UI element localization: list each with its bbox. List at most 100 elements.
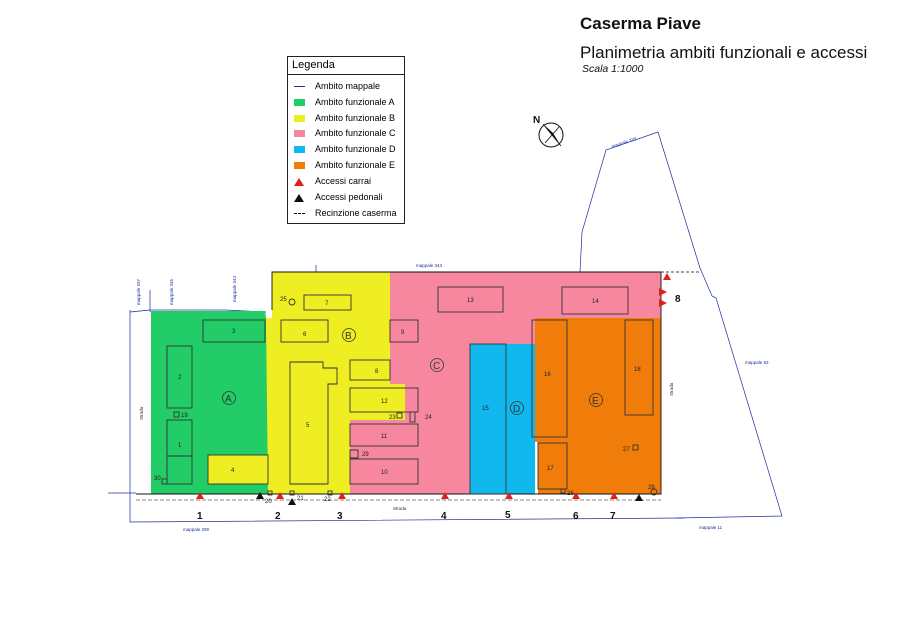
building-4 (207, 454, 269, 485)
zone-a-area (151, 311, 269, 494)
zone-c-swatch (294, 130, 305, 137)
building-28 (650, 488, 658, 496)
zone-markers: A B C D E (222, 328, 603, 415)
vehicle-access-icon (276, 492, 284, 499)
building-17 (537, 442, 568, 490)
building-16 (531, 319, 568, 438)
building-label-20: 20 (265, 499, 272, 505)
building-20 (267, 490, 273, 496)
legend-item-recinzione: Recinzione caserma (294, 208, 397, 219)
zone-d-area (470, 344, 535, 494)
legend-item-accessi-carrai: Accessi carrai (294, 176, 371, 187)
building-24 (409, 411, 416, 423)
building-label-24: 24 (425, 415, 432, 421)
building-label-6: 6 (303, 332, 307, 338)
vehicle-access-icon (659, 288, 667, 296)
legend-item-ambito-e: Ambito funzionale E (294, 160, 395, 171)
perimeter-fence (136, 271, 662, 495)
building-14 (561, 286, 629, 315)
building-label-15: 15 (482, 406, 489, 412)
zone-label-b: B (345, 331, 352, 342)
parcel-label-344: mappale 344 (232, 275, 237, 302)
building-label-5: 5 (306, 423, 310, 429)
street-label-right: Strada (669, 382, 674, 396)
parcel-label-289: mappale 289 (183, 527, 210, 532)
building-label-14: 14 (592, 299, 599, 305)
vehicle-access-icon (441, 492, 449, 499)
parcel-label-333: mappale 333 (611, 136, 638, 149)
building-label-23: 23 (389, 415, 396, 421)
pedestrian-access-icon (635, 494, 643, 501)
vehicle-access-icon (338, 492, 346, 499)
map-title: Caserma Piave (580, 14, 701, 33)
legend-item-ambito-d: Ambito funzionale D (294, 144, 396, 155)
building-label-10: 10 (381, 470, 388, 476)
fence-dash-swatch (294, 213, 305, 214)
parcel-label-343: mappale 343 (416, 263, 443, 268)
building-label-9: 9 (401, 330, 405, 336)
parcel-label-345: mappale 345 (169, 278, 174, 305)
building-label-29: 29 (362, 452, 369, 458)
vehicle-access-icon (663, 273, 671, 280)
access-numbers: 1 2 3 4 5 6 7 8 (197, 294, 681, 522)
mappale-line-swatch (294, 86, 305, 87)
legend-title: Legenda (288, 57, 404, 75)
building-label-2: 2 (178, 375, 182, 381)
building-5 (289, 361, 338, 485)
building-label-17: 17 (547, 466, 554, 472)
building-label-3: 3 (232, 329, 236, 335)
zone-label-c: C (433, 361, 440, 372)
building-25 (288, 298, 296, 306)
vehicle-access-icon (196, 492, 204, 499)
map-subtitle: Planimetria ambiti funzionali e accessi (580, 43, 868, 62)
building-label-27: 27 (623, 447, 630, 453)
parcel-label-11: mappale 11 (699, 525, 723, 530)
building-10 (349, 458, 419, 485)
building-30 (161, 478, 168, 485)
buildings (161, 286, 658, 496)
building-label-13: 13 (467, 298, 474, 304)
legend-item-ambito-a: Ambito funzionale A (294, 97, 395, 108)
zone-b-swatch (294, 115, 305, 122)
building-label-25: 25 (280, 297, 287, 303)
building-13 (437, 286, 504, 313)
parcel-label-337: mappale 337 (136, 278, 141, 305)
building-19 (173, 411, 180, 418)
building-label-19: 19 (181, 413, 188, 419)
building-6 (280, 319, 329, 343)
building-26 (560, 488, 566, 494)
building-22 (327, 490, 333, 496)
access-number-2: 2 (275, 511, 281, 522)
building-2 (166, 345, 193, 409)
street-label-left: Strada (139, 406, 144, 420)
building-label-7: 7 (325, 301, 329, 307)
north-arrow-icon: N (533, 115, 564, 148)
pedestrian-access-icon (288, 498, 296, 505)
zone-label-e: E (592, 396, 599, 407)
access-number-4: 4 (441, 511, 447, 522)
building-label-1: 1 (178, 443, 182, 449)
building-label-21: 21 (297, 496, 304, 502)
zone-b-area (266, 272, 405, 494)
building-7 (303, 294, 352, 311)
building-15 (469, 343, 507, 495)
map-scale: Scala 1:1000 (582, 63, 644, 75)
building-18 (624, 319, 654, 416)
legend-item-ambito-c: Ambito funzionale C (294, 128, 396, 139)
zone-label-a: A (225, 394, 232, 405)
building-label-28: 28 (648, 485, 655, 491)
vehicle-access-icon (572, 492, 580, 499)
pedestrian-access-icon (256, 492, 264, 499)
building-label-18: 18 (634, 367, 641, 373)
access-number-3: 3 (337, 511, 343, 522)
red-triangle-icon (294, 177, 304, 186)
legend-item-ambito-b: Ambito funzionale B (294, 113, 395, 124)
access-number-5: 5 (505, 510, 511, 521)
building-label-30: 30 (154, 476, 161, 482)
building-27 (632, 444, 639, 451)
building-label-12: 12 (381, 399, 388, 405)
building-label-4: 4 (231, 468, 235, 474)
building-label-16: 16 (544, 372, 551, 378)
black-triangle-icon (294, 193, 304, 202)
